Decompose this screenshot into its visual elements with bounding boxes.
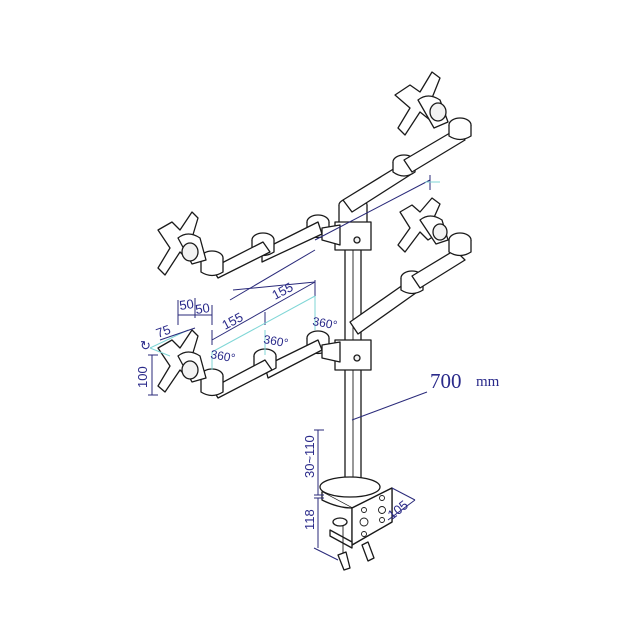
dim-vesa-height: 100 [135, 366, 150, 388]
dim-pole-height-unit: mm [476, 374, 500, 390]
dim-offset-a: 50 [178, 296, 194, 313]
clamp-height-dimension: 118 [302, 497, 339, 561]
arm-mid-right [349, 232, 472, 335]
dim-arm-segment-1: 155 [219, 309, 245, 332]
extension-lines [149, 181, 440, 370]
arm-top-right [342, 117, 472, 213]
dim-pole-height-value: 700 [430, 369, 462, 393]
dim-arm-segment-2: 155 [269, 279, 295, 302]
vesa-plate-top-left [157, 211, 207, 276]
upper-collar [334, 221, 372, 251]
dim-clamp-height: 118 [302, 509, 317, 530]
clamp-range-dimension: 30~110 [302, 429, 324, 496]
rotation-label-2: 360° [262, 332, 289, 350]
vesa-plate-bottom-left [157, 329, 207, 393]
vesa-height-dimension: 100 [135, 354, 158, 396]
rotation-label-1: 360° [209, 347, 236, 365]
arm-bottom-left [200, 330, 341, 399]
vesa-width-dimension: 75 [154, 322, 196, 341]
rotation-label-3: 360° [311, 314, 338, 332]
dim-offset-b: 50 [194, 300, 210, 317]
arm-top-left [200, 214, 341, 279]
vesa-plate-mid-right [397, 197, 449, 253]
dim-vesa-width: 75 [154, 322, 173, 341]
vesa-plate-top-right [394, 71, 449, 136]
offset-dimensions: 50 50 [177, 296, 213, 325]
pole-height-callout: 700 mm [351, 369, 500, 421]
desk-clamp [319, 476, 393, 571]
dim-clamp-range: 30~110 [302, 435, 317, 478]
tilt-rotation-icon: ↻ [140, 338, 151, 353]
